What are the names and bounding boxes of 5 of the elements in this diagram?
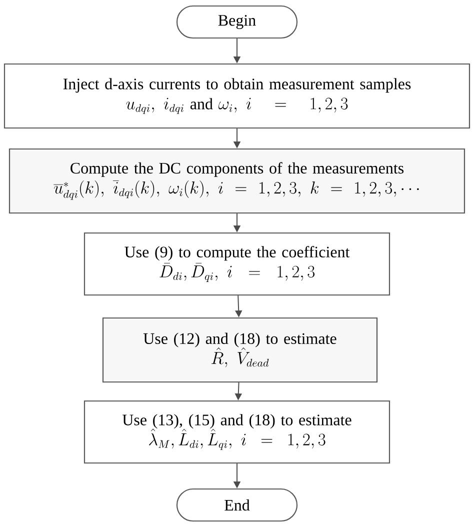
process-box: Use (12) and (18) to estimate $\hat{R},\ \hat{V}_{dead}$ <box>102 317 378 383</box>
process-box: Inject d-axis currents to obtain measurement samples $u_{dqi},\ i_{dqi}\ \mathrm{and}\ \omega_i,\ i=1,2,3$ <box>4 63 470 129</box>
process-box: Compute the DC components of the measurements $\overline{u}^{*}_{dqi}(k),\ \overline{i}_{dqi}(k),\ \omega_i(k),\ i=1,2,3,\ k=1,2,3,\cdots$ <box>8 148 466 214</box>
process-box: Use (13), (15) and (18) to estimate $\hat{\lambda}_{M},\hat{L}_{di},\hat{L}_{qi},\ i=1,2,3$ <box>84 400 390 464</box>
process-box: Use (9) to compute the coefficient $\bar{D}_{di},\bar{D}_{qi},\ i=1,2,3$ <box>84 232 390 296</box>
